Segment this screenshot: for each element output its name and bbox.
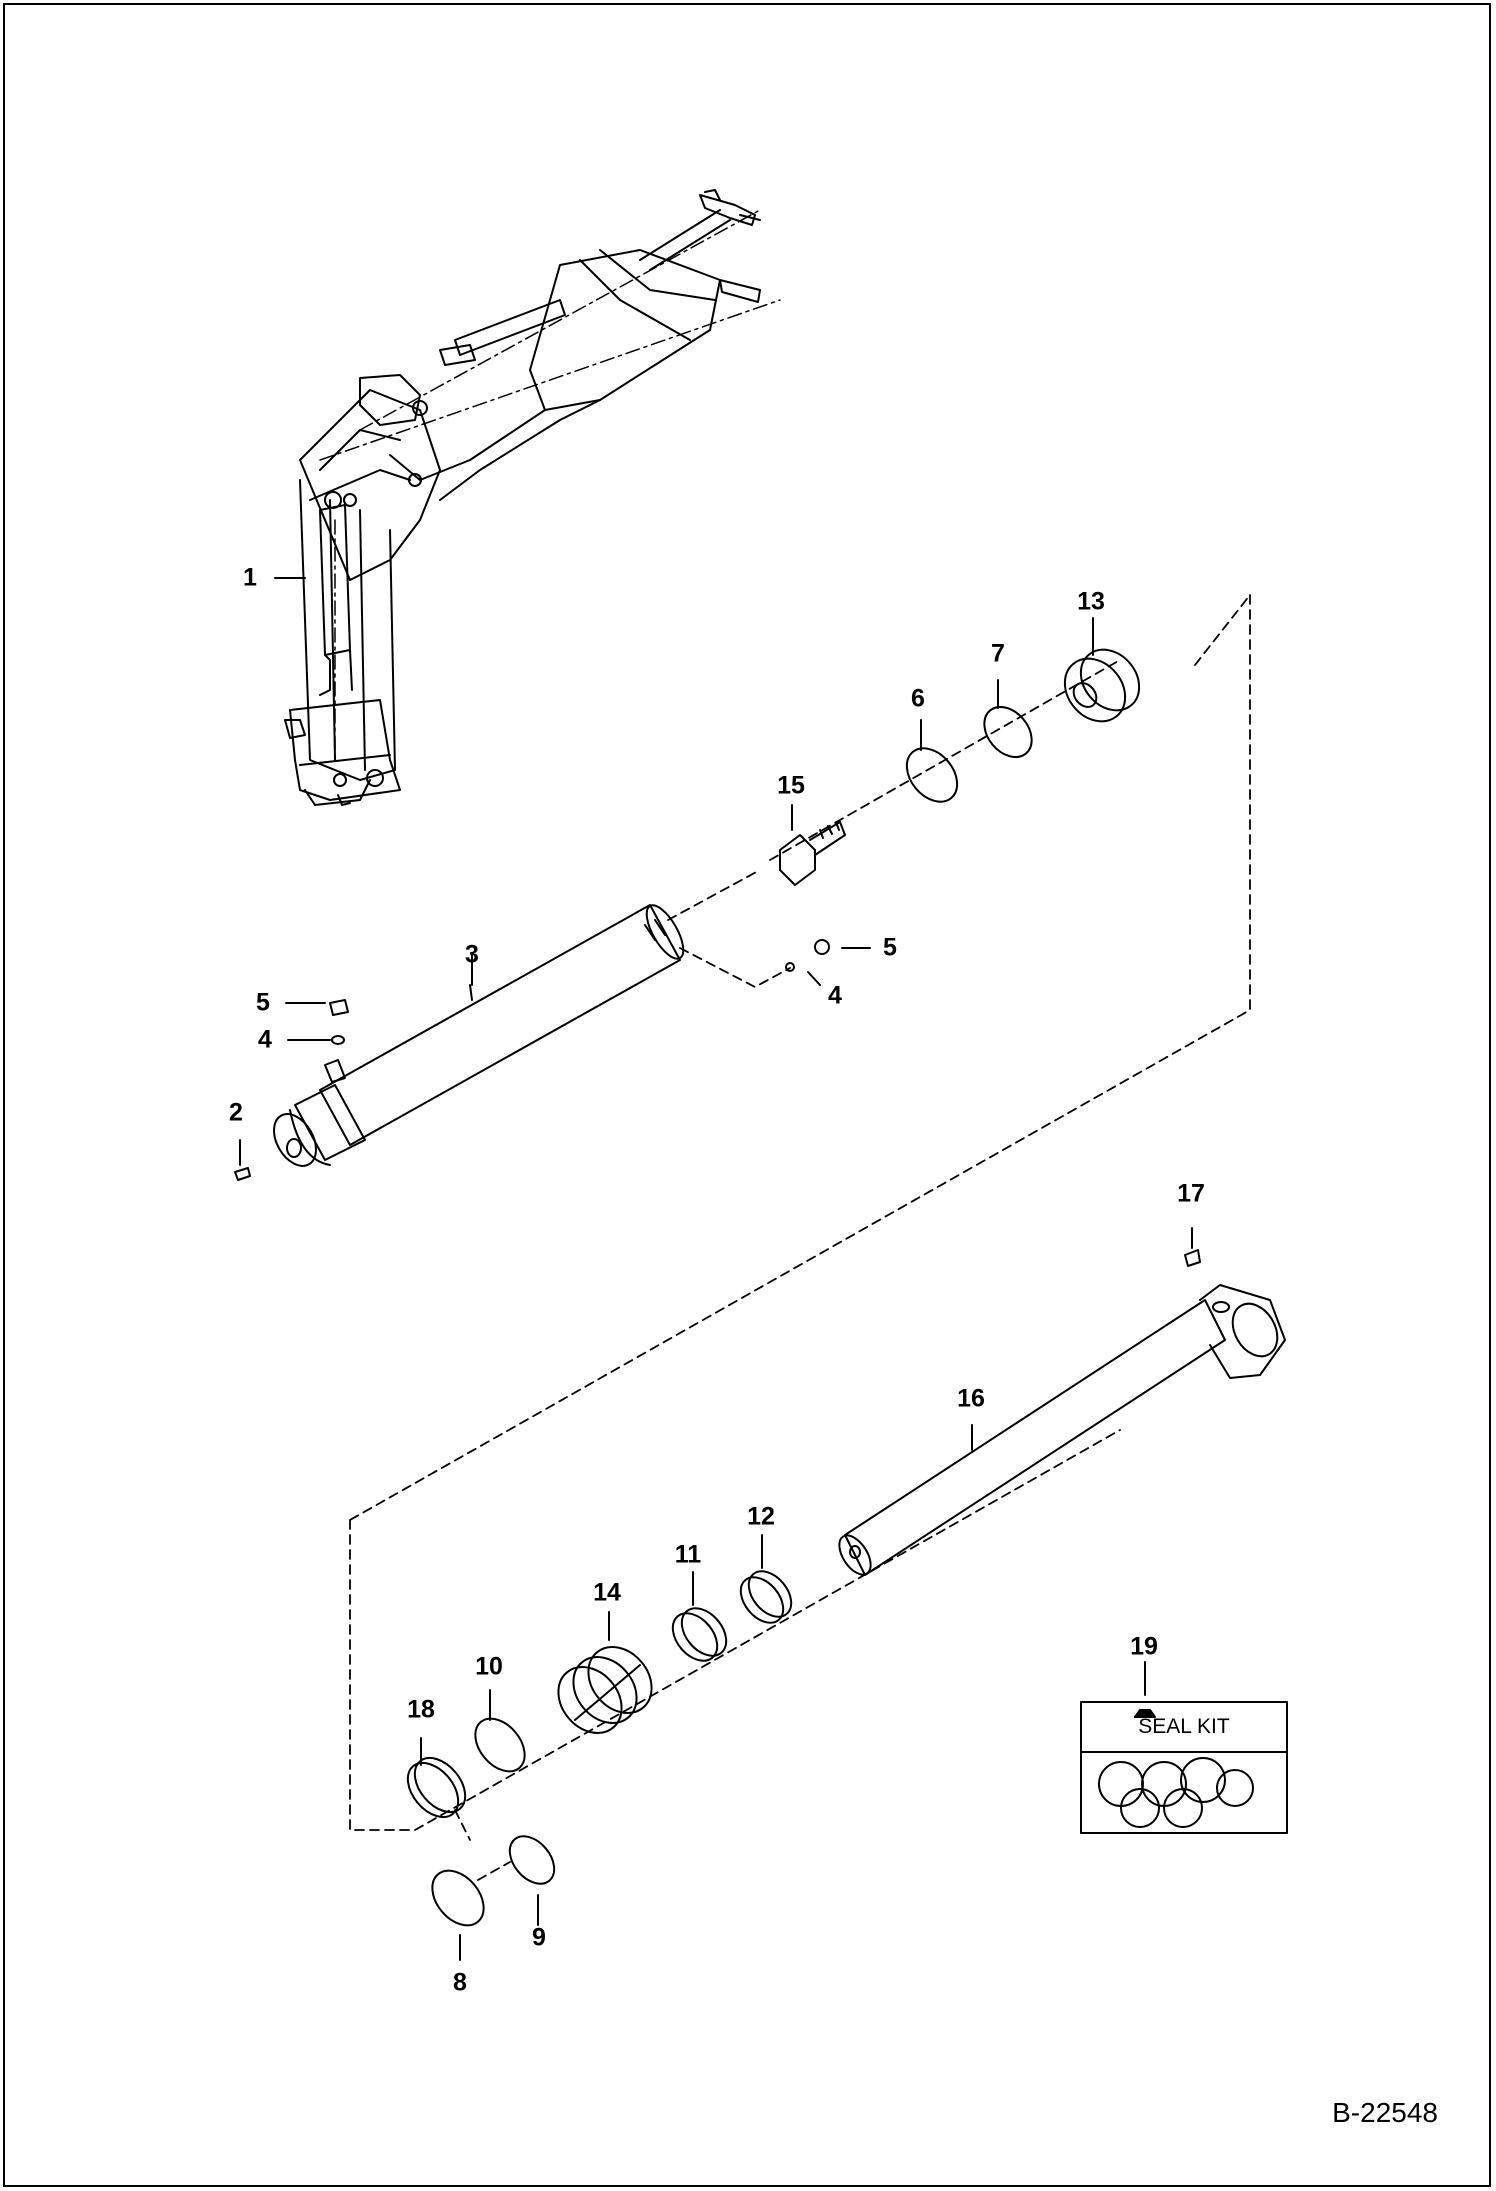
- drawing-number: B-22548: [1332, 2097, 1438, 2128]
- seal-kit-label: SEAL KIT: [1138, 1715, 1230, 1738]
- callout-4-left: 4: [258, 1025, 272, 1054]
- boom-assembly: [274, 189, 781, 806]
- callout-5-right: 5: [883, 933, 897, 962]
- callout-4-right: 4: [828, 981, 842, 1010]
- callout-13: 13: [1077, 587, 1105, 616]
- callout-1: 1: [243, 563, 257, 592]
- callout-19: 19: [1130, 1632, 1158, 1661]
- callout-9: 9: [532, 1923, 546, 1952]
- piston-rod: [838, 1227, 1286, 1576]
- callout-8: 8: [453, 1968, 467, 1997]
- callout-17: 17: [1177, 1179, 1205, 1208]
- callout-10: 10: [475, 1652, 503, 1681]
- callout-5-left: 5: [256, 988, 270, 1017]
- seal-parts-lower: [406, 1534, 1288, 1961]
- callout-12: 12: [747, 1502, 775, 1531]
- callout-7: 7: [991, 639, 1005, 668]
- callout-3: 3: [465, 940, 479, 969]
- callout-11: 11: [674, 1540, 702, 1569]
- callout-15: 15: [777, 771, 805, 800]
- callout-18: 18: [407, 1695, 435, 1724]
- callout-6: 6: [911, 684, 925, 713]
- callout-14: 14: [593, 1578, 621, 1607]
- seal-parts-upper: [234, 617, 1141, 1181]
- callout-16: 16: [957, 1384, 985, 1413]
- callout-2: 2: [229, 1098, 243, 1127]
- cylinder-barrel: [273, 904, 685, 1167]
